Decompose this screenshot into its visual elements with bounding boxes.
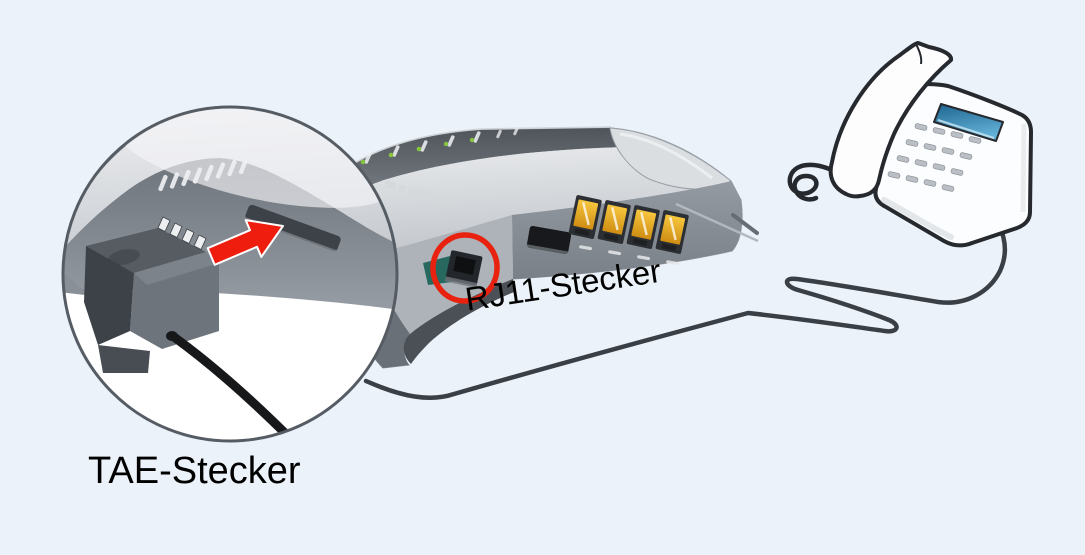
dome-highlight [110, 107, 397, 208]
antenna-line [675, 202, 759, 243]
red-insert-arrow-icon [206, 219, 284, 266]
tae-cable [169, 332, 299, 441]
router-logo-mark [385, 180, 456, 208]
tae-plug-icon [84, 216, 219, 373]
router-led-lights [360, 126, 519, 165]
fon-port-wedge [423, 256, 452, 285]
port-labels [579, 245, 680, 266]
tae-plug-pins [157, 216, 207, 251]
red-highlight-circle [430, 232, 500, 304]
phone-body-shade [881, 197, 954, 240]
phone-side-shade [1020, 123, 1027, 213]
phone-handset [828, 41, 954, 199]
wing-highlight [619, 132, 713, 180]
usb-slot [526, 225, 572, 255]
handset-mic-line [915, 43, 923, 65]
dsl-router [337, 126, 759, 369]
rj11-port [444, 250, 483, 288]
magnified-vent-slits [158, 157, 249, 192]
antenna-stub [731, 213, 759, 235]
router-bottom-strip [403, 279, 514, 364]
telephone-line-cable [363, 209, 1008, 400]
magnifier-border [61, 105, 399, 443]
tae-stecker-label: TAE-Stecker [88, 450, 301, 492]
phone-keypad [887, 123, 982, 192]
router-ports-face [512, 181, 743, 279]
zoom-callout-circle [61, 105, 399, 443]
router-led-band [338, 128, 629, 199]
coiled-handset-cord [787, 162, 839, 202]
display-glint [937, 119, 995, 139]
yellow-lan-ports [568, 195, 689, 266]
desk-telephone-icon [787, 41, 1033, 248]
phone-display [933, 103, 1004, 142]
router-top-surface [342, 147, 731, 255]
